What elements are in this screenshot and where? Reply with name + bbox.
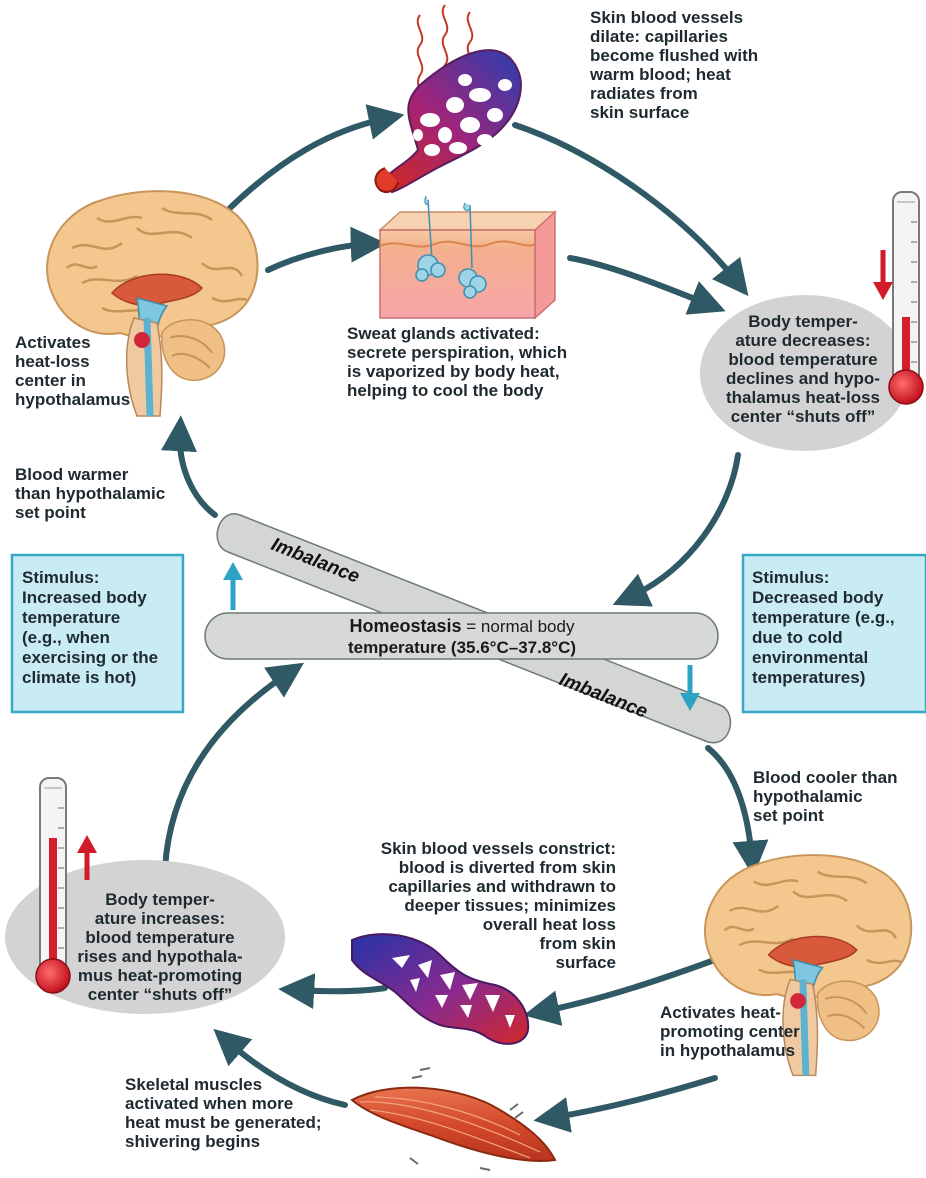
- label-line: Skin blood vessels: [590, 8, 743, 27]
- label-line: hypothalamic: [753, 787, 863, 806]
- label-line: temperatures): [752, 668, 865, 687]
- label-line: Sweat glands activated:: [347, 324, 540, 343]
- label-line: is vaporized by body heat,: [347, 362, 560, 381]
- label-line: Activates: [15, 333, 91, 352]
- sweat-gland-skin-icon: [380, 196, 555, 318]
- label-line: helping to cool the body: [347, 381, 544, 400]
- label-line: environmental: [752, 648, 868, 667]
- homeostasis-line2: temperature (35.6°C–37.8°C): [348, 638, 576, 657]
- arrow-temp-decrease-to-homeostasis: [628, 455, 738, 598]
- label-line: surface: [556, 953, 616, 972]
- label-line: warm blood; heat: [589, 65, 731, 84]
- label-line: declines and hypo-: [726, 369, 880, 388]
- label-line: rises and hypothala-: [77, 947, 242, 966]
- label-line: exercising or the: [22, 648, 158, 667]
- label-line: heat-loss: [15, 352, 90, 371]
- label-line: thalamus heat-loss: [726, 388, 880, 407]
- label-line: temperature: [22, 608, 120, 627]
- arrow-sweat-to-temp-decrease: [570, 258, 710, 305]
- label-line: center in: [15, 371, 86, 390]
- label-line: set point: [753, 806, 824, 825]
- label-line: due to cold: [752, 628, 843, 647]
- thermometer-icon: [36, 778, 70, 993]
- arrow-blood-warmer-up: [180, 432, 215, 515]
- label-line: (e.g., when: [22, 628, 110, 647]
- arrow-brain-to-vessels: [230, 118, 388, 208]
- label-line: Body temper-: [105, 890, 215, 909]
- label-line: center “shuts off”: [88, 985, 233, 1004]
- label-line: shivering begins: [125, 1132, 260, 1151]
- label-line: hypothalamus: [15, 390, 130, 409]
- label-line: blood temperature: [85, 928, 234, 947]
- label-line: activated when more: [125, 1094, 293, 1113]
- label-line: Blood cooler than: [753, 768, 898, 787]
- arrow-blood-cooler-down: [708, 748, 752, 860]
- label-line: radiates from: [590, 84, 698, 103]
- label-line: capillaries and withdrawn to: [388, 877, 616, 896]
- red-down-arrow-icon: [873, 250, 893, 300]
- label-line: dilate: capillaries: [590, 27, 728, 46]
- label-line: Increased body: [22, 588, 147, 607]
- label-line: climate is hot): [22, 668, 136, 687]
- label-line: Stimulus:: [752, 568, 829, 587]
- label-line: temperature (e.g.,: [752, 608, 895, 627]
- label-line: secrete perspiration, which: [347, 343, 567, 362]
- body-temp-decreases-label: Body temper-ature decreases:blood temper…: [726, 312, 880, 426]
- label-line: from skin: [539, 934, 616, 953]
- label-line: than hypothalamic: [15, 484, 165, 503]
- arrow-brain-to-muscle: [550, 1078, 715, 1118]
- label-line: Skin blood vessels constrict:: [381, 839, 616, 858]
- label-line: center “shuts off”: [731, 407, 876, 426]
- label-line: Skeletal muscles: [125, 1075, 262, 1094]
- stimulus-up-arrow: [223, 562, 243, 610]
- homeostasis-line1: Homeostasis = normal body: [350, 616, 575, 636]
- label-line: blood temperature: [728, 350, 877, 369]
- label-line: overall heat loss: [483, 915, 616, 934]
- label-line: heat must be generated;: [125, 1113, 322, 1132]
- homeostasis-band: Homeostasis = normal body temperature (3…: [205, 613, 718, 659]
- label-line: skin surface: [590, 103, 689, 122]
- label-line: in hypothalamus: [660, 1041, 795, 1060]
- label-line: mus heat-promoting: [78, 966, 242, 985]
- label-line: become flushed with: [590, 46, 758, 65]
- label-line: deeper tissues; minimizes: [404, 896, 616, 915]
- label-line: Blood warmer: [15, 465, 129, 484]
- label-line: Body temper-: [748, 312, 858, 331]
- thermometer-icon: [889, 192, 923, 404]
- dilated-blood-vessel-icon: [375, 5, 520, 192]
- label-line: ature decreases:: [735, 331, 870, 350]
- arrow-constrict-to-temp-increase: [295, 988, 385, 991]
- label-line: Activates heat-: [660, 1003, 781, 1022]
- label-line: Decreased body: [752, 588, 884, 607]
- label-line: promoting center: [660, 1022, 800, 1041]
- arrow-brain-to-sweat: [268, 244, 370, 270]
- label-line: Stimulus:: [22, 568, 99, 587]
- label-line: set point: [15, 503, 86, 522]
- skeletal-muscle-icon: [352, 1068, 555, 1170]
- sweat-glands-label: Sweat glands activated:secrete perspirat…: [347, 324, 567, 400]
- label-line: ature increases:: [95, 909, 225, 928]
- label-line: blood is diverted from skin: [399, 858, 616, 877]
